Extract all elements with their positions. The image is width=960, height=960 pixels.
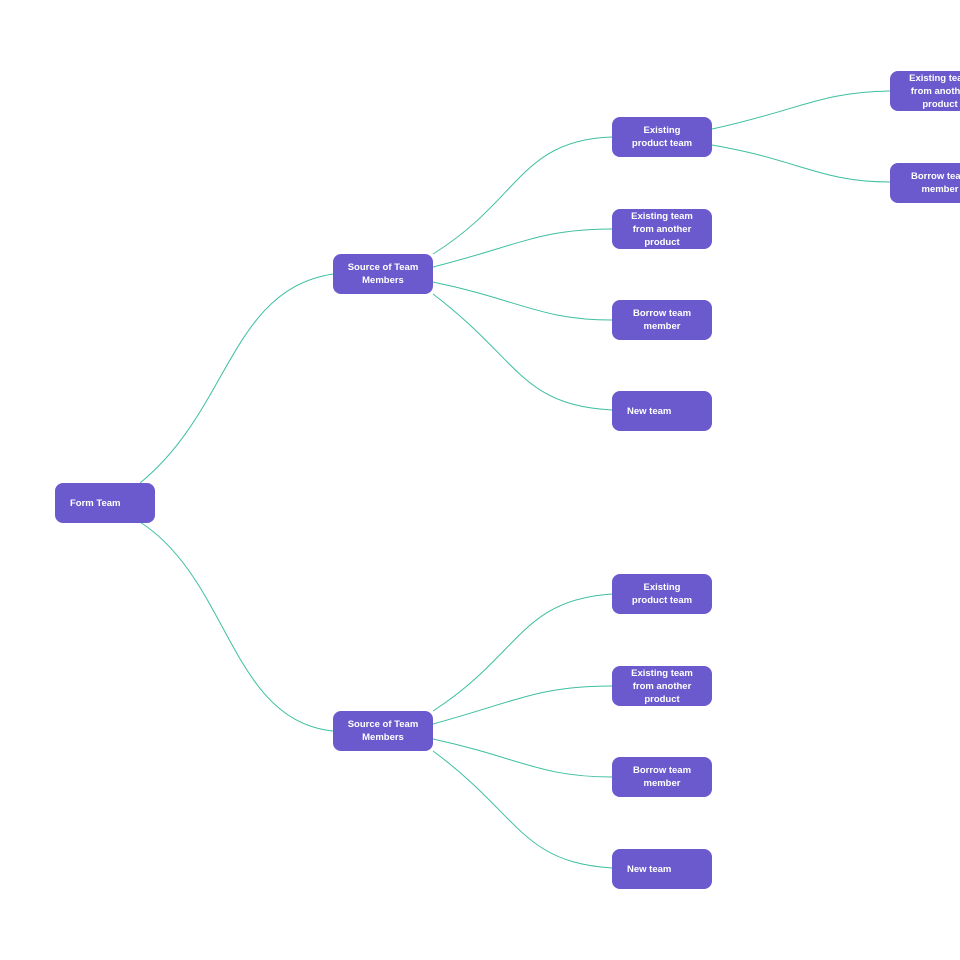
top-child-new-team[interactable]: New team bbox=[612, 391, 712, 431]
bottom-child-new-team[interactable]: New team bbox=[612, 849, 712, 889]
bottom-child-borrow-team-member[interactable]: Borrow team member bbox=[612, 757, 712, 797]
top-child-existing-product-team[interactable]: Existing product team bbox=[612, 117, 712, 157]
connector-top-to-child-1 bbox=[432, 136, 613, 255]
connector-child-to-grandchild-2 bbox=[711, 144, 891, 183]
grandchild-existing-team-another-product[interactable]: Existing team from another product bbox=[890, 71, 960, 111]
connector-bottom-to-child-2 bbox=[432, 685, 613, 725]
top-child-existing-team-another-product[interactable]: Existing team from another product bbox=[612, 209, 712, 249]
connector-top-to-child-3 bbox=[432, 281, 613, 321]
grandchild-borrow-team-member[interactable]: Borrow team member bbox=[890, 163, 960, 203]
connector-bottom-to-child-3 bbox=[432, 738, 613, 778]
connector-root-to-bottom-branch bbox=[139, 521, 334, 732]
connector-root-to-top-branch bbox=[139, 273, 334, 484]
connector-top-to-child-2 bbox=[432, 228, 613, 268]
bottom-child-existing-team-another-product[interactable]: Existing team from another product bbox=[612, 666, 712, 706]
bottom-branch-node[interactable]: Source of Team Members bbox=[333, 711, 433, 751]
bottom-child-existing-product-team[interactable]: Existing product team bbox=[612, 574, 712, 614]
root-node[interactable]: Form Team bbox=[55, 483, 155, 523]
connector-bottom-to-child-4 bbox=[432, 750, 613, 869]
connector-top-to-child-4 bbox=[432, 293, 613, 411]
connector-child-to-grandchild-1 bbox=[711, 90, 891, 130]
top-child-borrow-team-member[interactable]: Borrow team member bbox=[612, 300, 712, 340]
top-branch-node[interactable]: Source of Team Members bbox=[333, 254, 433, 294]
connector-bottom-to-child-1 bbox=[432, 593, 613, 712]
